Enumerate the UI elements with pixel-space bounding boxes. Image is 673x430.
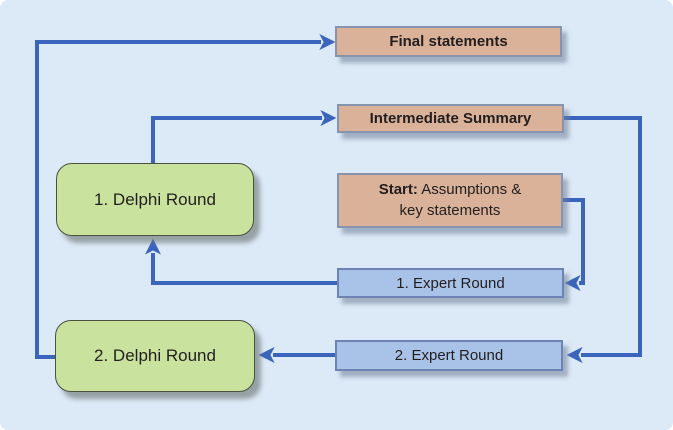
node-start-assumptions: Start: Assumptions & key statements bbox=[337, 173, 563, 228]
node-final-statements-label: Final statements bbox=[389, 33, 508, 50]
arrow-delphi2-to-final bbox=[35, 34, 336, 359]
node-delphi-round-2: 2. Delphi Round bbox=[55, 320, 255, 392]
arrow-delphi1-to-intermediate bbox=[151, 110, 337, 163]
node-expert-round-1-label: 1. Expert Round bbox=[396, 274, 505, 292]
node-expert-round-1: 1. Expert Round bbox=[337, 268, 564, 298]
node-expert-round-2: 2. Expert Round bbox=[335, 340, 563, 371]
node-delphi-round-1: 1. Delphi Round bbox=[56, 163, 254, 236]
arrow-intermediate-to-expert2 bbox=[563, 116, 642, 363]
node-intermediate-summary-label: Intermediate Summary bbox=[369, 110, 532, 127]
node-expert-round-2-label: 2. Expert Round bbox=[394, 347, 504, 364]
node-delphi-round-2-label: 2. Delphi Round bbox=[94, 346, 216, 365]
node-start-label: Start: Assumptions & key statements bbox=[378, 181, 522, 219]
node-intermediate-summary: Intermediate Summary bbox=[337, 104, 564, 133]
arrow-start-to-expert1 bbox=[563, 198, 585, 291]
node-delphi-round-1-label: 1. Delphi Round bbox=[94, 189, 216, 209]
arrow-expert1-to-delphi1 bbox=[145, 238, 337, 285]
node-final-statements: Final statements bbox=[335, 26, 562, 57]
